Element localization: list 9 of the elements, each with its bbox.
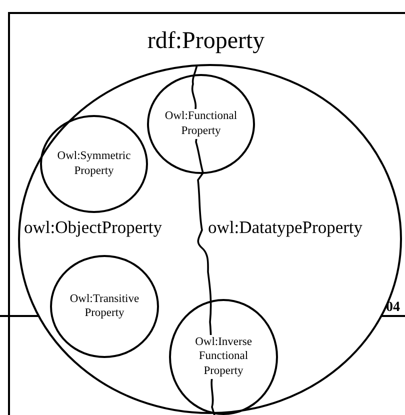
frame-box: [8, 12, 405, 415]
class-circle: [40, 115, 148, 213]
class-label: rdf:Property: [146, 28, 266, 54]
property-ellipse: [18, 64, 402, 414]
section-label: owl:ObjectProperty: [24, 218, 162, 238]
section-label: owl:DatatypeProperty: [208, 218, 363, 238]
class-circle: [147, 74, 255, 174]
class-circle: [50, 255, 159, 358]
class-circle: [169, 299, 278, 415]
